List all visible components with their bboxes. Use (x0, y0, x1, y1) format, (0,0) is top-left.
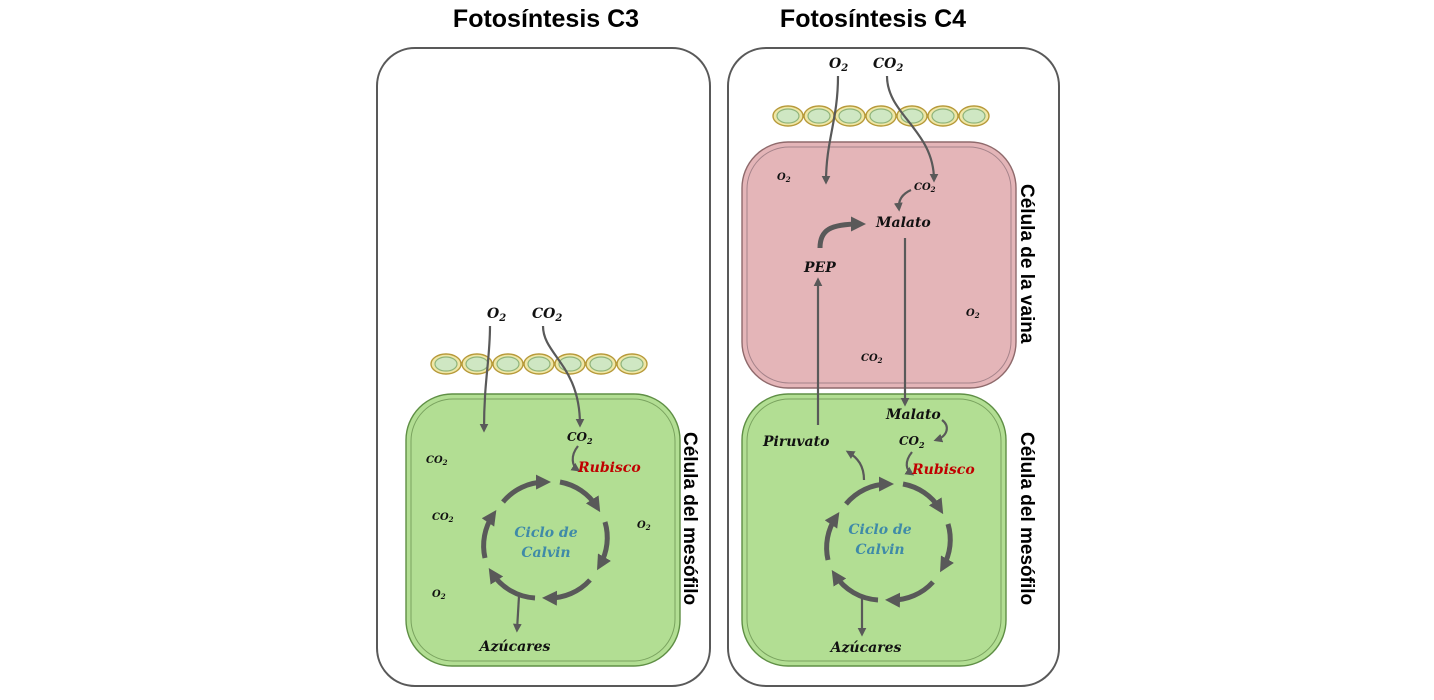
c4-pep-malate-arrow (817, 216, 866, 249)
c3-title: Fotosíntesis C3 (453, 5, 639, 33)
c4-calvin-line2: Calvin (855, 542, 904, 558)
c4-malate-sheath: Malato (875, 215, 931, 231)
c4-sheath-o2: O2 (777, 172, 791, 184)
c3-rubisco: Rubisco (577, 460, 641, 476)
c3-co2-rubisco-arrow (570, 445, 581, 472)
c4-sheath-co2-in: CO2 (914, 182, 936, 194)
c3-co2-scatter-2: CO2 (432, 512, 454, 524)
c3-o2-scatter-1: O2 (637, 520, 651, 532)
c3-sugars: Azúcares (478, 639, 551, 655)
c4-pep: PEP (803, 260, 836, 276)
c4-mesophyll-label: Célula del mesófilo (1016, 432, 1037, 605)
c4-co2-arrow (885, 75, 939, 183)
c4-o2-arrow (821, 75, 840, 185)
c4-calvin-line1: Ciclo de (848, 522, 911, 538)
c3-o2-arrow (479, 325, 492, 433)
c3-calvin-cycle (481, 474, 611, 633)
c3-co2-in: CO2 (567, 430, 593, 446)
c3-mesophyll-cell (405, 393, 681, 667)
c4-section: Fotosíntesis C4 O2 CO2 O2 CO2 Malato PEP (727, 5, 1060, 687)
c4-bundle-sheath-cell (741, 141, 1017, 389)
c4-mesophyll-cell (741, 393, 1007, 667)
c3-calvin-line1: Ciclo de (514, 525, 577, 541)
c4-o2-top: O2 (829, 56, 848, 74)
c3-mesophyll-label: Célula del mesófilo (679, 432, 700, 605)
c3-co2-scatter-1: CO2 (426, 455, 448, 467)
c4-pyruvate: Piruvato (762, 434, 829, 450)
c3-o2-top: O2 (487, 306, 506, 324)
c4-rubisco: Rubisco (911, 462, 975, 478)
c3-co2-top: CO2 (532, 306, 562, 324)
c4-calvin-cycle (824, 476, 954, 637)
c3-section: Fotosíntesis C3 O2 CO2 CO2 Rubisco CO2 C… (376, 5, 711, 687)
c3-co2-arrow (541, 325, 585, 428)
c4-title: Fotosíntesis C4 (780, 5, 966, 33)
c4-sugars: Azúcares (829, 640, 902, 656)
c3-calvin-line2: Calvin (521, 545, 570, 561)
c4-co2-top: CO2 (873, 56, 903, 74)
c4-sheath-co2-bottom: CO2 (861, 353, 883, 365)
c4-bundle-sheath-label: Célula de la vaina (1016, 184, 1037, 344)
c4-co2-meso: CO2 (899, 434, 925, 450)
c4-sheath-o2-right: O2 (966, 308, 980, 320)
c3-o2-scatter-2: O2 (432, 589, 446, 601)
c3-stomata (430, 353, 648, 375)
c4-malate-meso: Malato (885, 407, 941, 423)
